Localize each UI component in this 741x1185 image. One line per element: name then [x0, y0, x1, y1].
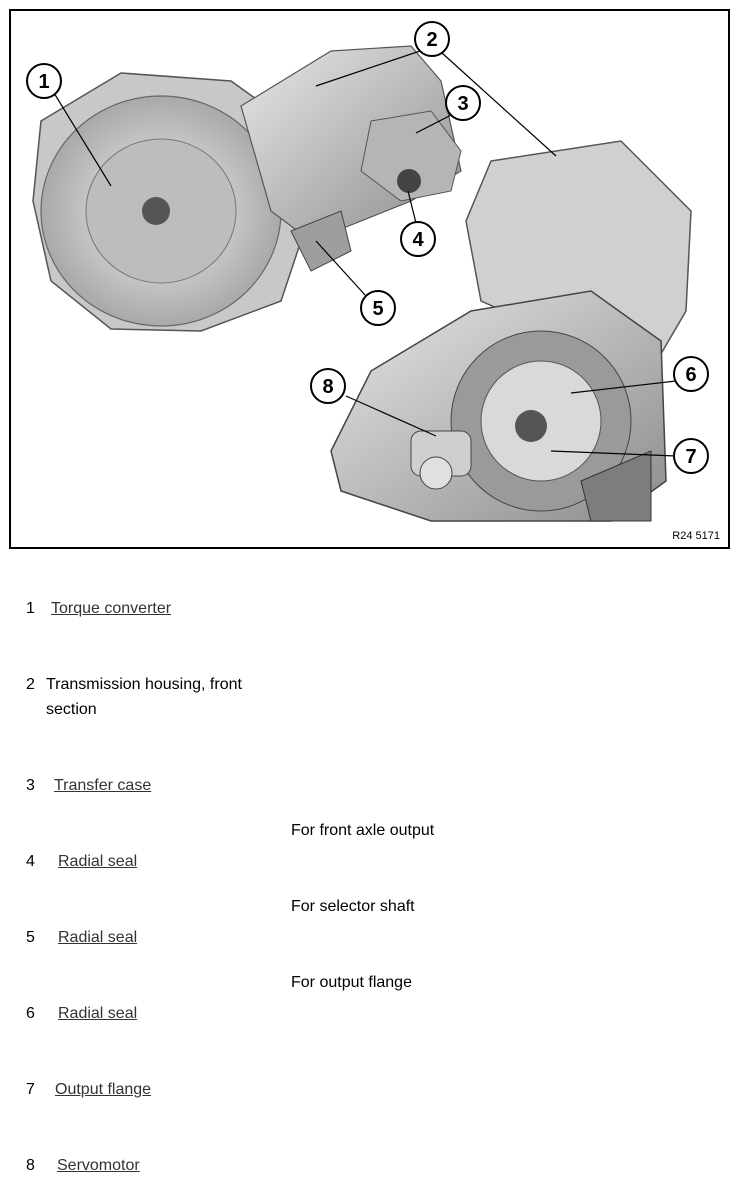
callout-5: 5: [360, 290, 396, 326]
radial-seal-front-axle-link[interactable]: Radial seal: [58, 853, 138, 870]
callout-8: 8: [310, 368, 346, 404]
legend-number: 6: [26, 1005, 35, 1022]
legend-number: 3: [26, 777, 35, 794]
legend-number: 2: [26, 676, 35, 693]
callout-2: 2: [414, 21, 450, 57]
svg-text:2: 2: [426, 29, 437, 51]
radial-seal-selector-shaft-link[interactable]: Radial seal: [58, 929, 138, 946]
callout-7: 7: [673, 438, 709, 474]
svg-text:4: 4: [412, 229, 424, 251]
svg-text:3: 3: [457, 93, 468, 115]
note-selector-shaft: For selector shaft: [291, 898, 415, 915]
note-output-flange: For output flange: [291, 974, 412, 991]
legend-number: 8: [26, 1157, 35, 1174]
output-flange-link[interactable]: Output flange: [55, 1081, 152, 1098]
legend-number: 5: [26, 929, 35, 946]
transfer-case-drawing: [330, 140, 692, 522]
callout-4: 4: [400, 221, 436, 257]
callout-markers: 1 2 3 4 5 6 7 8: [26, 21, 709, 474]
callout-1: 1: [26, 63, 62, 99]
callout-3: 3: [445, 85, 481, 121]
transfer-case-link[interactable]: Transfer case: [54, 777, 152, 794]
svg-text:6: 6: [685, 364, 696, 386]
figure-reference: R24 5171: [672, 530, 720, 542]
legend-number: 4: [26, 853, 35, 870]
callout-6: 6: [673, 356, 709, 392]
svg-text:1: 1: [38, 71, 49, 93]
transmission-housing-label: Transmission housing, front section: [46, 676, 242, 718]
svg-text:7: 7: [685, 446, 696, 468]
exploded-view-figure: 1 2 3 4 5 6 7 8 R24 5171: [9, 9, 730, 549]
radial-seal-output-flange-link[interactable]: Radial seal: [58, 1005, 138, 1022]
torque-converter-link[interactable]: Torque converter: [51, 600, 172, 617]
transmission-illustration: 1 2 3 4 5 6 7 8: [26, 21, 709, 522]
svg-text:5: 5: [372, 298, 383, 320]
svg-text:8: 8: [322, 376, 333, 398]
legend-number: 1: [26, 600, 35, 617]
transmission-drawing: [32, 45, 462, 332]
legend-number: 7: [26, 1081, 35, 1098]
servomotor-link[interactable]: Servomotor: [57, 1157, 140, 1174]
note-front-axle-output: For front axle output: [291, 822, 435, 839]
